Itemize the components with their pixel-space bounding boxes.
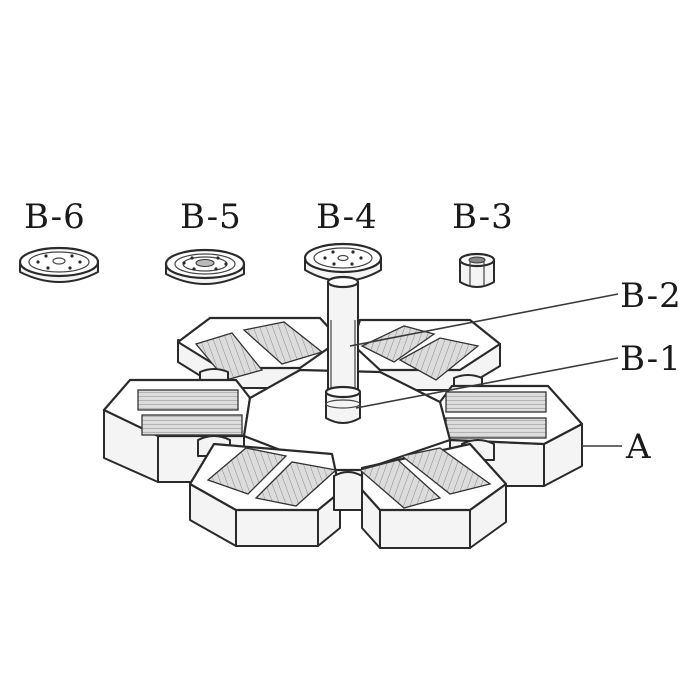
pipe-b2 bbox=[326, 275, 360, 393]
label-b4: B-4 bbox=[316, 197, 378, 237]
petal-right bbox=[438, 384, 584, 487]
nozzle-b6 bbox=[18, 246, 100, 283]
connector-b3 bbox=[458, 252, 496, 288]
leader-b1 bbox=[355, 357, 619, 409]
nozzle-b5 bbox=[164, 248, 246, 285]
front-notch bbox=[333, 471, 363, 511]
label-b2: B-2 bbox=[620, 276, 682, 316]
leader-b2 bbox=[349, 293, 619, 347]
petal-front-left bbox=[188, 442, 342, 547]
label-b1: B-1 bbox=[620, 339, 682, 379]
connector-b1 bbox=[324, 385, 362, 424]
nozzle-b4 bbox=[303, 242, 383, 282]
label-b6: B-6 bbox=[24, 197, 86, 237]
label-a: A bbox=[625, 427, 652, 467]
petal-back-left bbox=[176, 316, 342, 389]
petal-back-right bbox=[350, 318, 502, 391]
label-b3: B-3 bbox=[452, 197, 514, 237]
pump-base-a bbox=[102, 316, 584, 549]
petal-front-right bbox=[358, 442, 508, 549]
label-b5: B-5 bbox=[180, 197, 242, 237]
